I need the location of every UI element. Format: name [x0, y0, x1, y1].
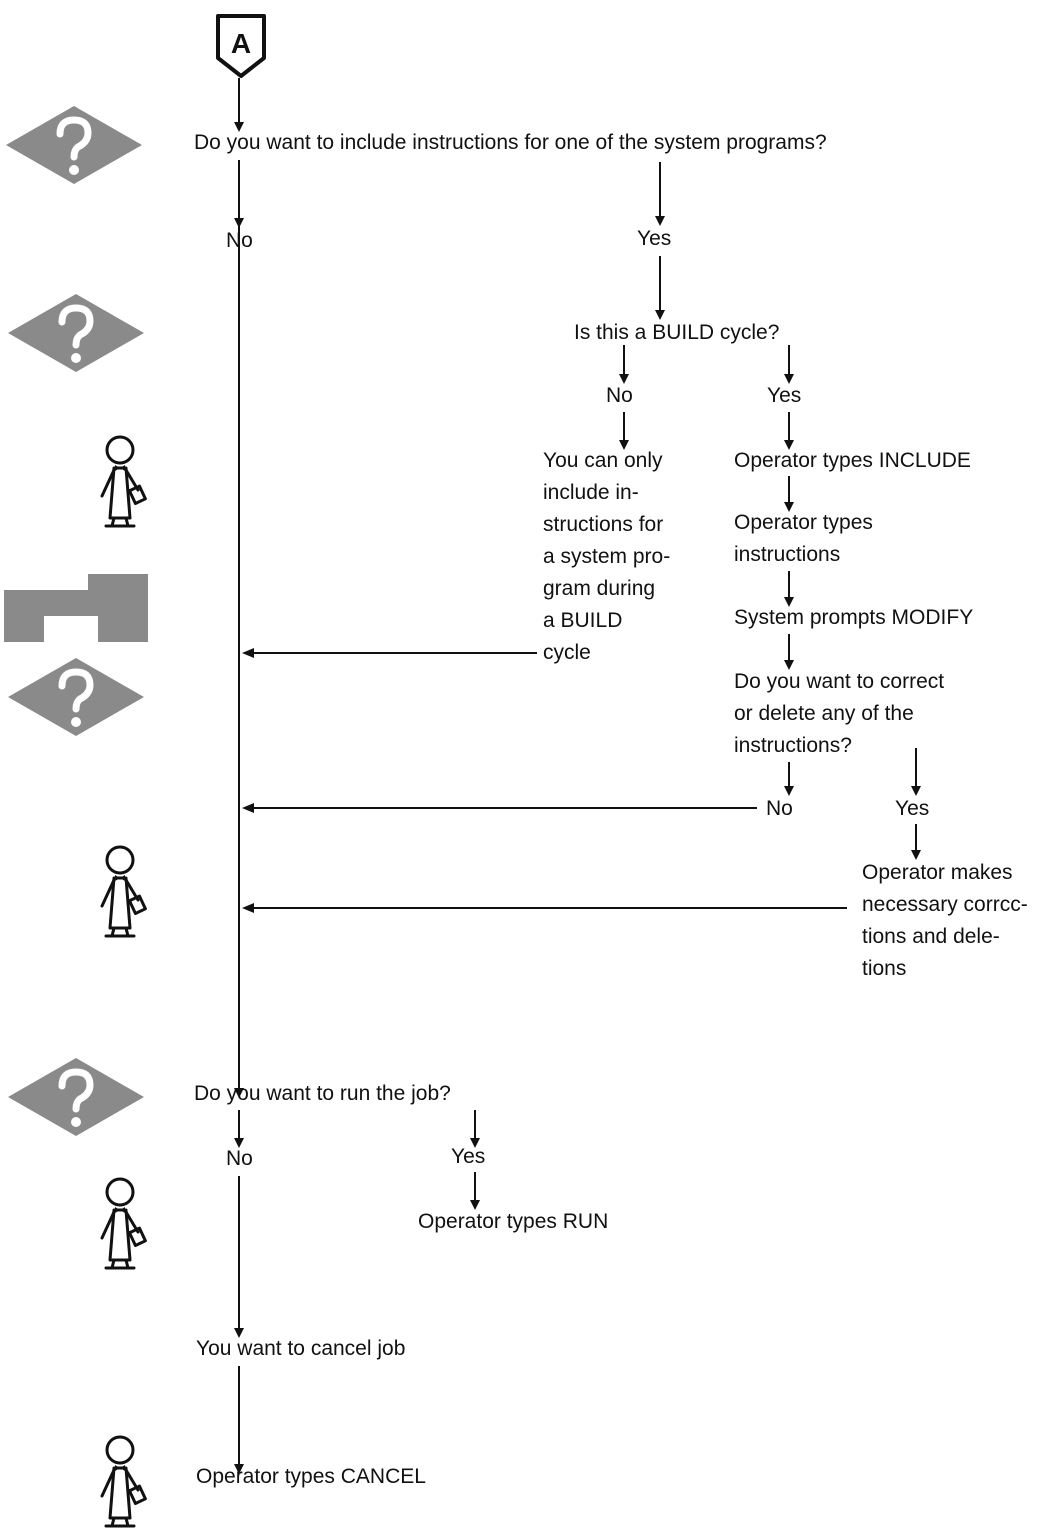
- answer-no: No: [226, 1147, 253, 1170]
- question-diamond-icon: [8, 294, 144, 372]
- operator-figure-icon: [100, 845, 147, 938]
- answer-yes: Yes: [767, 384, 802, 407]
- answer-yes: Yes: [637, 227, 672, 250]
- step-line: Operator types: [734, 511, 873, 534]
- arrowhead: [234, 1138, 244, 1148]
- answer-no: No: [766, 797, 793, 820]
- arrowhead: [234, 218, 244, 228]
- note-build-only: You can only include in- structions for …: [543, 445, 670, 669]
- question-line: or delete any of the: [734, 702, 914, 725]
- arrowhead: [470, 1138, 480, 1148]
- arrowhead: [234, 122, 244, 132]
- step-operator-makes-corrections: Operator makes necessary corrcc- tions a…: [862, 857, 1028, 985]
- step-line: Operator makes: [862, 861, 1013, 884]
- arrowhead: [784, 374, 794, 384]
- arrowhead: [784, 660, 794, 670]
- arrowhead: [234, 1464, 244, 1474]
- arrowhead: [242, 803, 254, 813]
- step-line: necessary corrcc-: [862, 893, 1028, 916]
- note-line: include in-: [543, 481, 639, 504]
- operator-figure-icon: [100, 1177, 147, 1270]
- arrowhead: [242, 903, 254, 913]
- question-build-cycle: Is this a BUILD cycle?: [574, 321, 780, 344]
- operator-figure-icon: [100, 435, 147, 528]
- step-cancel-intent: You want to cancel job: [196, 1337, 406, 1360]
- question-line: instructions?: [734, 734, 852, 757]
- arrowhead: [911, 850, 921, 860]
- arrowhead: [234, 1328, 244, 1338]
- question-diamond-icon: [6, 106, 142, 184]
- step-operator-types-run: Operator types RUN: [418, 1210, 609, 1233]
- question-diamond-icon: [8, 658, 144, 736]
- step-system-prompts-modify: System prompts MODIFY: [734, 606, 974, 629]
- operator-figure-icon: [100, 1435, 147, 1528]
- terminal-icon: [4, 574, 148, 642]
- note-line: structions for: [543, 513, 664, 536]
- step-operator-types-include: Operator types INCLUDE: [734, 449, 971, 472]
- arrowhead: [655, 216, 665, 226]
- answer-no: No: [226, 229, 253, 252]
- connector-label: A: [231, 28, 251, 59]
- question-diamond-icon: [8, 1058, 144, 1136]
- answer-yes: Yes: [451, 1145, 486, 1168]
- arrowhead: [911, 786, 921, 796]
- question-line: Do you want to correct: [734, 670, 945, 693]
- step-line: tions and dele-: [862, 925, 1000, 948]
- note-line: a system pro-: [543, 545, 671, 568]
- note-line: a BUILD: [543, 609, 623, 632]
- arrowhead: [784, 502, 794, 512]
- note-line: cycle: [543, 641, 591, 664]
- question-run-job: Do you want to run the job?: [194, 1082, 451, 1105]
- answer-yes: Yes: [895, 797, 930, 820]
- step-line: tions: [862, 957, 907, 980]
- arrowhead: [242, 648, 254, 658]
- note-line: gram during: [543, 577, 656, 600]
- arrowhead: [784, 786, 794, 796]
- arrowhead: [655, 310, 665, 320]
- question-include-system-programs: Do you want to include instructions for …: [194, 131, 827, 154]
- note-line: You can only: [543, 449, 663, 472]
- arrowhead: [619, 440, 629, 450]
- step-line: instructions: [734, 543, 841, 566]
- arrowhead: [619, 374, 629, 384]
- question-correct-or-delete: Do you want to correct or delete any of …: [734, 666, 944, 762]
- arrowhead: [784, 440, 794, 450]
- connector-a-icon: A: [216, 14, 266, 78]
- step-operator-types-instructions: Operator types instructions: [734, 507, 873, 571]
- arrowhead: [470, 1200, 480, 1210]
- arrowhead: [234, 1088, 244, 1098]
- step-operator-types-cancel: Operator types CANCEL: [196, 1465, 426, 1488]
- answer-no: No: [606, 384, 633, 407]
- arrowhead: [784, 597, 794, 607]
